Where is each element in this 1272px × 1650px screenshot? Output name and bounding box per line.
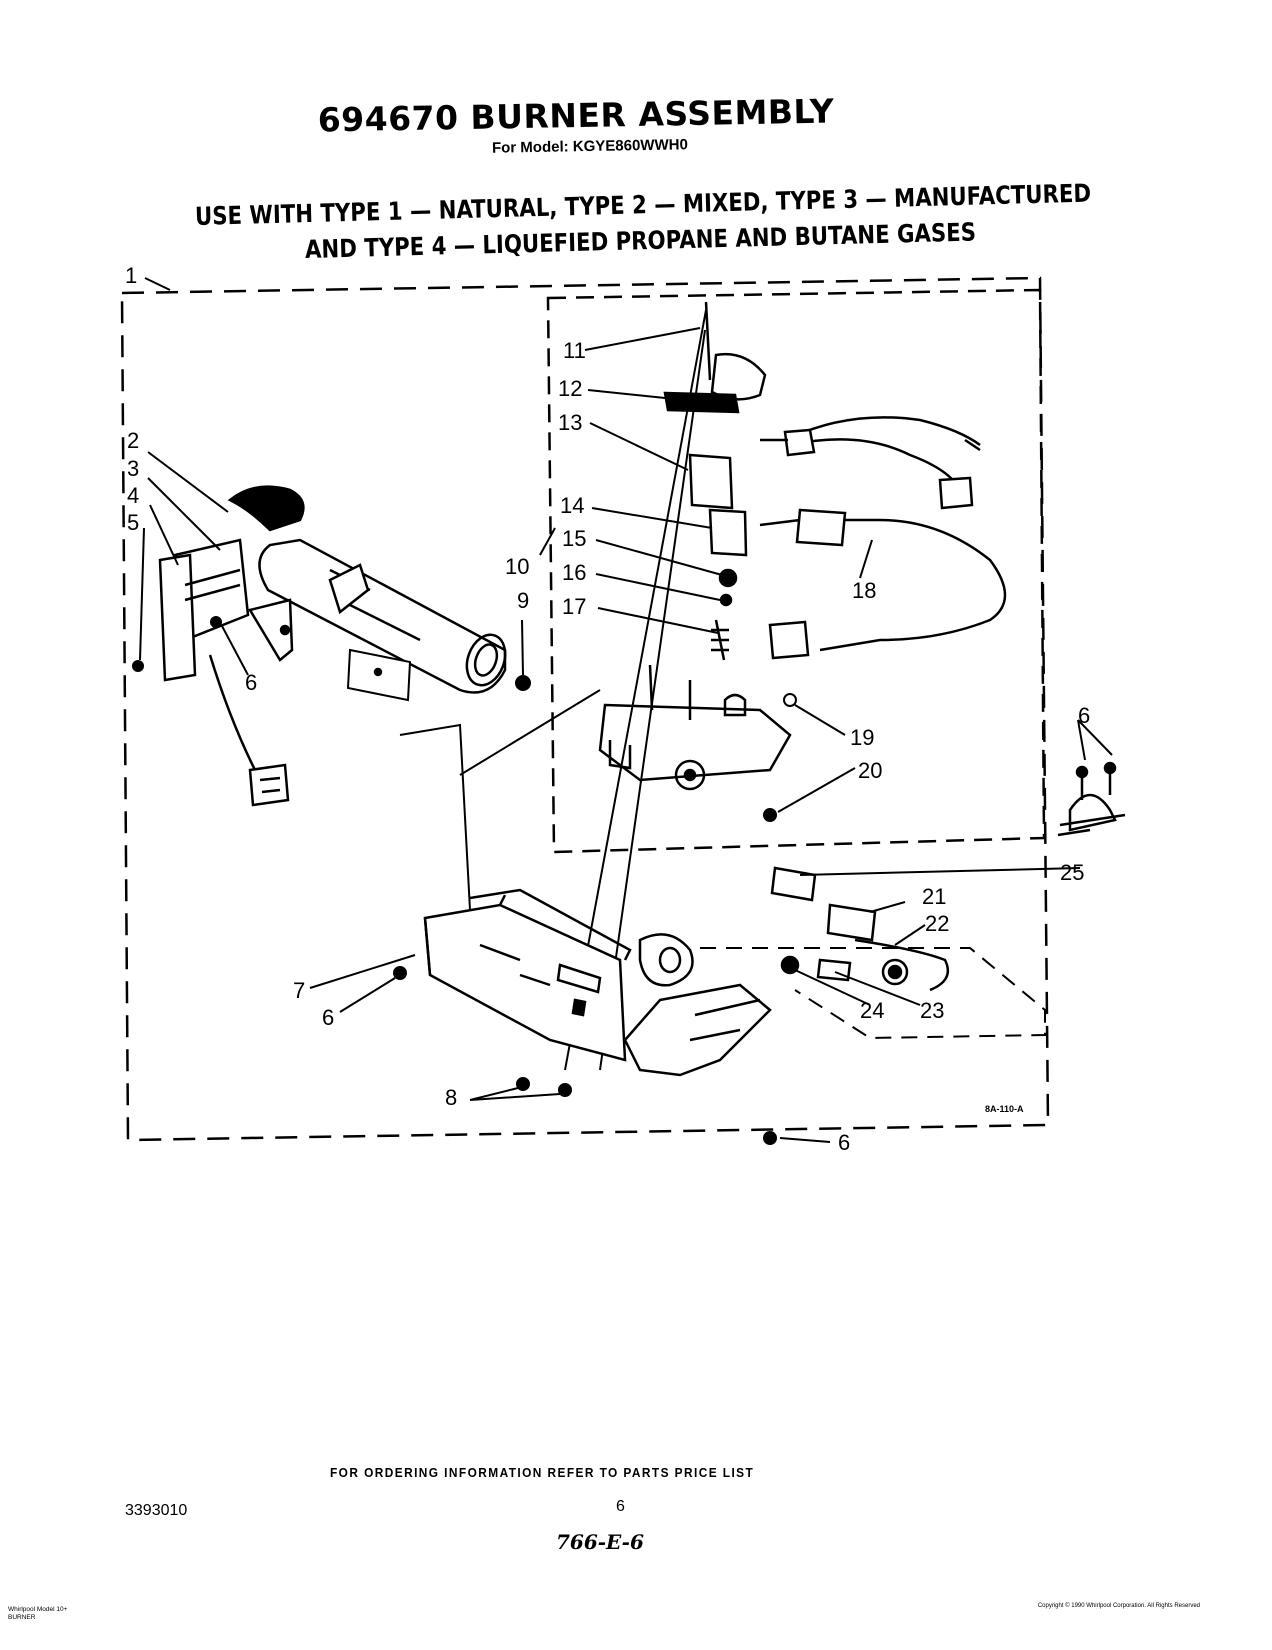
callout-9: 9 <box>517 588 529 613</box>
diagram-ref-code: 8A-110-A <box>985 1104 1024 1114</box>
callout-12: 12 <box>558 376 582 401</box>
callout-21: 21 <box>922 884 946 909</box>
callout-19: 19 <box>850 725 874 750</box>
burner-tube <box>227 485 507 694</box>
document-number: 3393010 <box>125 1502 188 1519</box>
screws <box>132 616 797 1145</box>
callout-4: 4 <box>127 483 139 508</box>
callout-8: 8 <box>445 1085 457 1110</box>
callout-24: 24 <box>860 998 884 1023</box>
callout-10: 10 <box>505 554 529 579</box>
callout-6b: 6 <box>1078 703 1090 728</box>
callout-leaders <box>139 277 1113 1143</box>
callout-6d: 6 <box>838 1130 850 1155</box>
assembly-boundary <box>120 276 1050 1142</box>
callout-25: 25 <box>1060 860 1084 885</box>
handwritten-note: 766-E-6 <box>556 1530 644 1554</box>
callout-5: 5 <box>127 510 139 535</box>
orifice-group-boundary <box>700 947 1046 1040</box>
callout-7: 7 <box>293 978 305 1003</box>
igniter-bracket <box>158 538 294 807</box>
callout-16: 16 <box>562 560 586 585</box>
callout-6a: 6 <box>245 670 257 695</box>
callout-6c: 6 <box>322 1005 334 1030</box>
wiring-harness <box>759 416 1007 660</box>
callout-14: 14 <box>560 493 584 518</box>
footer-small-left: Whirlpool Model 10+ BURNER <box>8 1606 68 1621</box>
callout-13: 13 <box>558 410 582 435</box>
ordering-note: FOR ORDERING INFORMATION REFER TO PARTS … <box>330 1466 755 1480</box>
callout-3: 3 <box>127 456 139 481</box>
gas-valve-assembly <box>598 301 792 791</box>
page-number: 6 <box>616 1498 625 1515</box>
callout-11: 11 <box>563 338 586 363</box>
callout-numbers: 1 2 3 4 5 6 11 12 13 14 15 16 17 10 9 18… <box>125 263 1090 1155</box>
callout-20: 20 <box>858 758 882 783</box>
callout-23: 23 <box>920 998 944 1023</box>
pipe-clamp <box>1057 761 1126 837</box>
callout-15: 15 <box>562 526 586 551</box>
callout-17: 17 <box>562 594 586 619</box>
callout-18: 18 <box>852 578 876 603</box>
orifice-parts <box>770 866 950 992</box>
footer-copyright: Copyright © 1990 Whirlpool Corporation. … <box>1037 1603 1200 1609</box>
mounting-bracket <box>423 888 772 1077</box>
callout-22: 22 <box>925 911 949 936</box>
callout-2: 2 <box>127 428 139 453</box>
callout-1: 1 <box>125 263 137 288</box>
valve-assembly-boundary <box>546 288 1046 854</box>
